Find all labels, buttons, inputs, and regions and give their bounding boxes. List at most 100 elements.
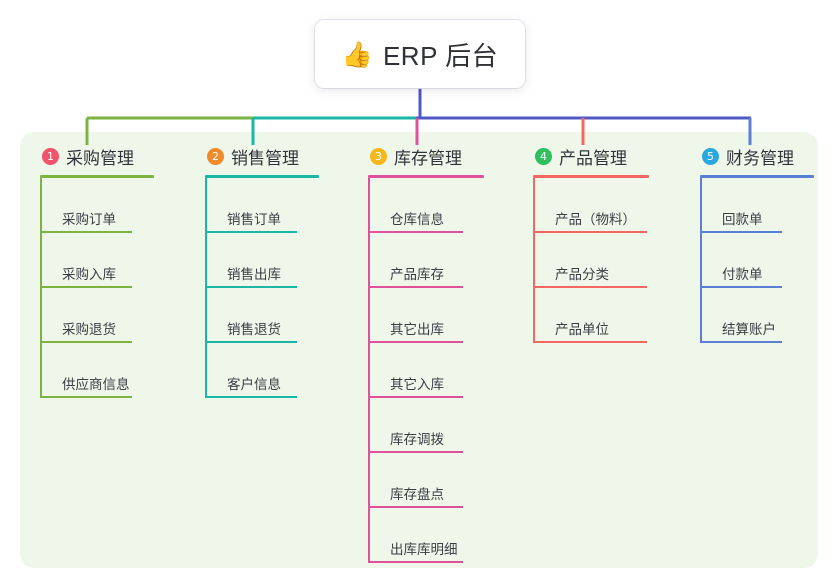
branch-item-underline [205,231,297,233]
branch-item-label: 库存盘点 [390,487,444,503]
branch-column-4: 4 产品管理产品（物料） 产品分类产品单位 [533,144,649,343]
branch-header-5[interactable]: 5 财务管理 [700,144,814,168]
branch-item-label: 其它出库 [390,322,444,338]
branch-item[interactable]: 产品库存 [368,233,484,288]
branch-underline [205,175,319,178]
branch-item[interactable]: 结算账户 [700,288,814,343]
branch-item-label: 产品库存 [390,267,444,283]
branch-item-underline [368,451,463,453]
branch-item-underline [533,231,647,233]
branch-item-label: 客户信息 [227,377,281,393]
branch-item-label: 销售订单 [227,212,281,228]
branch-item[interactable]: 产品（物料） [533,178,649,233]
branch-number-badge: 2 [207,147,224,165]
branch-underline [40,175,154,178]
branch-item[interactable]: 库存盘点 [368,453,484,508]
branch-item[interactable]: 其它出库 [368,288,484,343]
branch-title: 产品管理 [559,148,627,168]
branch-item-underline [368,561,463,563]
branch-column-5: 5 财务管理回款单付款单结算账户 [700,144,814,343]
branch-title: 采购管理 [66,148,134,168]
branch-item-label: 库存调拨 [390,432,444,448]
branch-number-badge: 1 [42,147,59,165]
branch-header-3[interactable]: 3 库存管理 [368,144,484,168]
branch-header-1[interactable]: 1 采购管理 [40,144,154,168]
branch-item-label: 销售出库 [227,267,281,283]
branch-item-underline [368,231,463,233]
branch-item-underline [40,341,132,343]
branch-column-3: 3 库存管理仓库信息产品库存其它出库其它入库库存调拨库存盘点出库库明细 [368,144,484,563]
branch-item-label: 出库库明细 [390,542,458,558]
branch-title: 财务管理 [726,148,794,168]
branch-item[interactable]: 产品单位 [533,288,649,343]
branch-header-4[interactable]: 4 产品管理 [533,144,649,168]
branch-item-underline [700,286,782,288]
branch-item[interactable]: 付款单 [700,233,814,288]
branch-item-label: 采购入库 [62,267,116,283]
branch-item-label: 付款单 [722,267,763,283]
branch-underline [368,175,484,178]
branch-item[interactable]: 出库库明细 [368,508,484,563]
branch-column-1: 1 采购管理采购订单采购入库采购退货供应商信息 [40,144,154,398]
branch-item-underline [700,231,782,233]
branch-item-label: 产品（物料） [555,212,636,228]
branch-item-label: 采购订单 [62,212,116,228]
branch-item-label: 产品单位 [555,322,609,338]
branch-spine [700,178,702,343]
branch-item[interactable]: 采购退货 [40,288,154,343]
branch-item-label: 销售退货 [227,322,281,338]
branch-item[interactable]: 销售出库 [205,233,319,288]
branch-item-label: 回款单 [722,212,763,228]
branch-item-label: 仓库信息 [390,212,444,228]
branch-item-underline [40,231,132,233]
branch-item[interactable]: 销售订单 [205,178,319,233]
branch-item-underline [368,341,463,343]
branch-item[interactable]: 其它入库 [368,343,484,398]
branch-title: 销售管理 [231,148,299,168]
branch-item-underline [40,286,132,288]
branch-underline [700,175,814,178]
branch-item[interactable]: 仓库信息 [368,178,484,233]
branch-item[interactable]: 产品分类 [533,233,649,288]
thumbs-up-icon: 👍 [341,39,373,69]
branch-item-label: 产品分类 [555,267,609,283]
branch-spine [368,178,370,563]
branch-spine [40,178,42,398]
branch-items: 产品（物料） 产品分类产品单位 [533,178,649,343]
branch-item-underline [368,396,463,398]
branch-item[interactable]: 客户信息 [205,343,319,398]
diagram-panel [20,132,818,568]
root-node[interactable]: 👍 ERP 后台 [315,20,525,88]
branch-item-label: 采购退货 [62,322,116,338]
branch-item-underline [205,341,297,343]
branch-item-underline [368,286,463,288]
branch-items: 仓库信息产品库存其它出库其它入库库存调拨库存盘点出库库明细 [368,178,484,563]
branch-item[interactable]: 销售退货 [205,288,319,343]
branch-header-2[interactable]: 2 销售管理 [205,144,319,168]
branch-item[interactable]: 回款单 [700,178,814,233]
branch-spine [533,178,535,343]
branch-item-underline [533,341,647,343]
branch-item-underline [40,396,132,398]
branch-number-badge: 4 [535,147,552,165]
branch-column-2: 2 销售管理销售订单销售出库销售退货客户信息 [205,144,319,398]
branch-number-badge: 3 [370,147,387,165]
branch-number-badge: 5 [702,147,719,165]
root-node-title: ERP 后台 [382,40,499,71]
branch-item[interactable]: 采购入库 [40,233,154,288]
branch-items: 销售订单销售出库销售退货客户信息 [205,178,319,398]
root-node-content: 👍 ERP 后台 [342,36,498,73]
branch-item-underline [533,286,647,288]
branch-spine [205,178,207,398]
branch-item-label: 结算账户 [722,322,776,338]
branch-title: 库存管理 [394,148,462,168]
branch-item-label: 供应商信息 [62,377,130,393]
branch-item-underline [205,396,297,398]
branch-item[interactable]: 供应商信息 [40,343,154,398]
branch-item-underline [205,286,297,288]
branch-item[interactable]: 采购订单 [40,178,154,233]
branch-item-underline [700,341,782,343]
branch-items: 采购订单采购入库采购退货供应商信息 [40,178,154,398]
branch-item[interactable]: 库存调拨 [368,398,484,453]
